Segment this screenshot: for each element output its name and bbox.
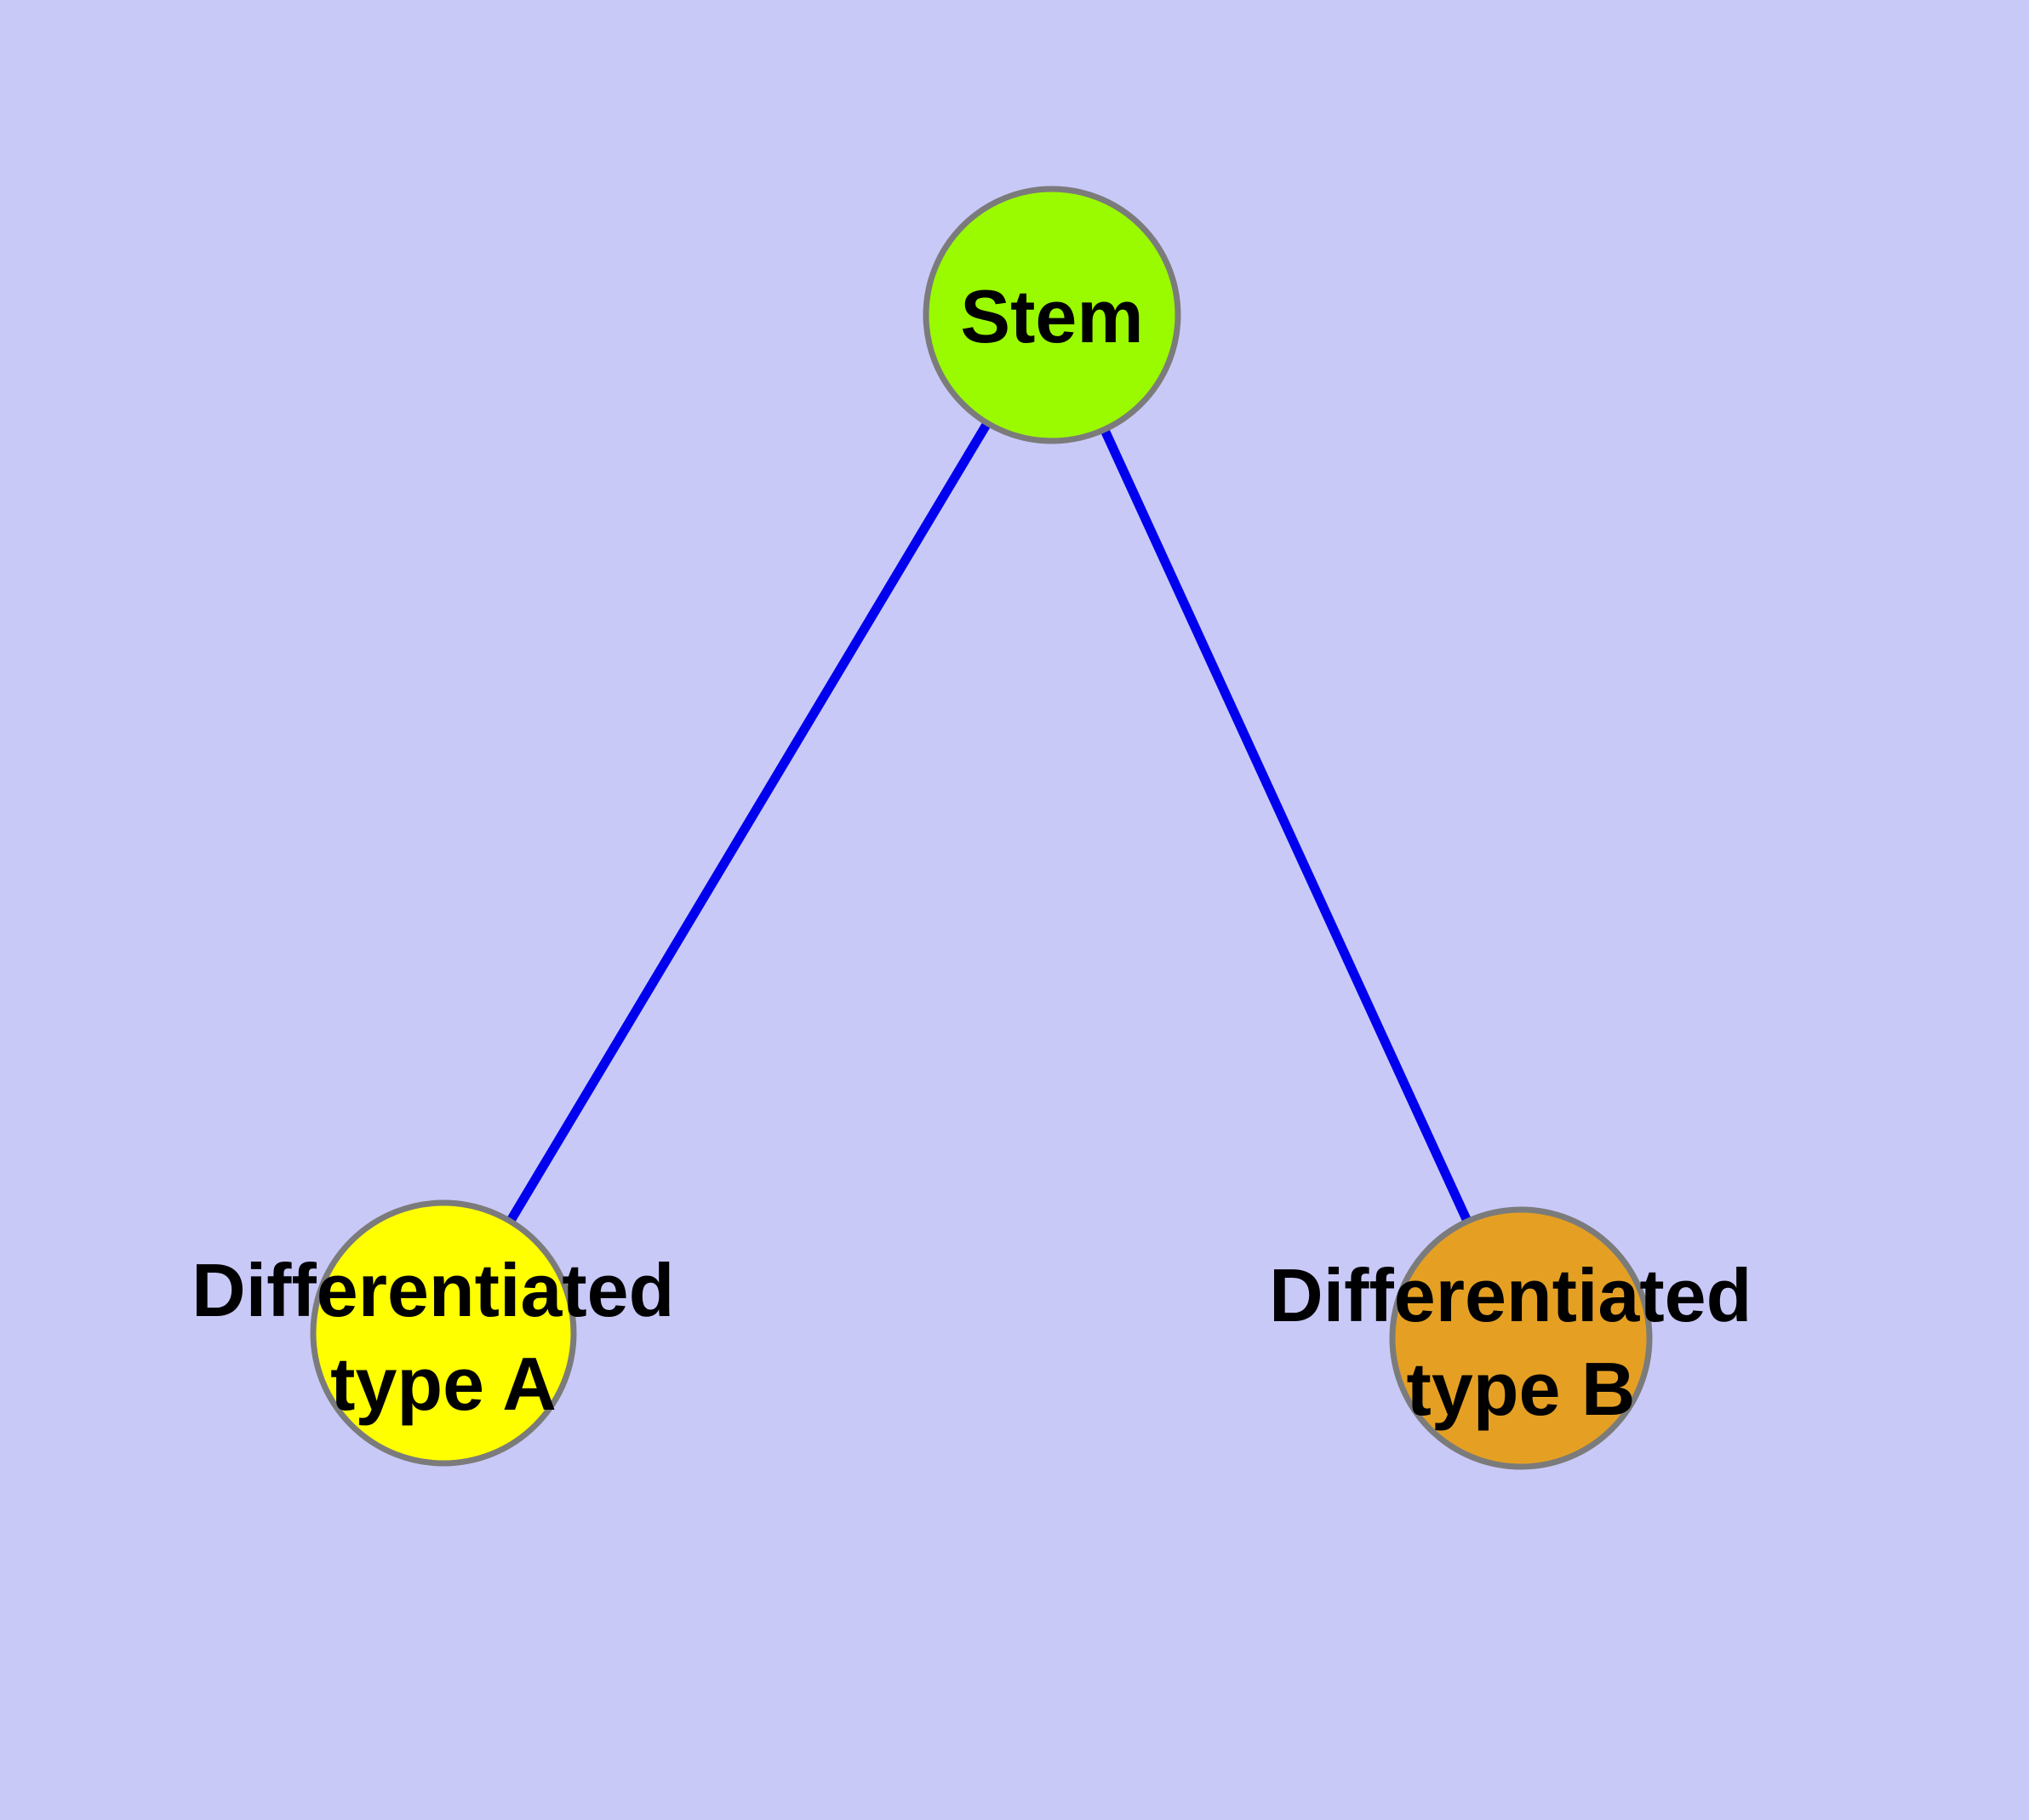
node-differentiated-type-b-label: Differentiated type B xyxy=(1269,1253,1773,1431)
node-stem-label: Stem xyxy=(960,274,1143,358)
edge-stem-to-type-a xyxy=(439,312,1056,1336)
node-differentiated-type-a-label: Differentiated type A xyxy=(191,1248,695,1426)
edge-stem-to-type-b xyxy=(1048,312,1525,1341)
node-differentiated-type-a-label-line2: type A xyxy=(330,1342,557,1426)
node-differentiated-type-a xyxy=(310,1199,577,1467)
node-differentiated-type-b-label-line2: type B xyxy=(1407,1347,1636,1431)
node-differentiated-type-b-label-line1: Differentiated xyxy=(1269,1253,1752,1337)
node-differentiated-type-b xyxy=(1389,1206,1653,1470)
node-stem xyxy=(923,186,1181,444)
node-differentiated-type-a-label-line1: Differentiated xyxy=(191,1248,674,1332)
